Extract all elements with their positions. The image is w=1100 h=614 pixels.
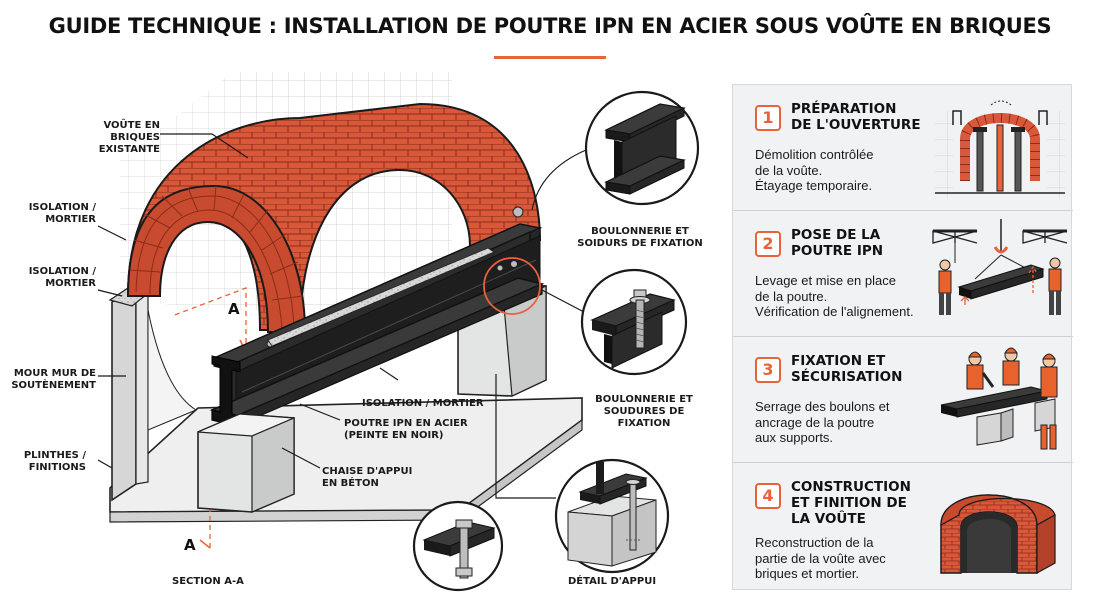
front-concrete-chair [197, 413, 295, 513]
detail-ipn-profile [584, 90, 700, 206]
label-boulonnerie-2: BOULONNERIE ET SOUDURES DE FIXATION [595, 394, 693, 429]
step-number: 2 [755, 231, 781, 257]
page-title: GUIDE TECHNIQUE : INSTALLATION DE POUTRE… [48, 14, 1052, 38]
step-title: CONSTRUCTION ET FINITION DE LA VOÛTE [791, 479, 911, 527]
label-isolation-mortier-center: ISOLATION / MORTIER [362, 398, 484, 409]
leader-detail-3 [495, 374, 556, 499]
section-marker-bottom: A [184, 536, 196, 554]
label-isolation-mortier-1: ISOLATION / MORTIER [28, 202, 96, 225]
step-number: 3 [755, 357, 781, 383]
step-1: 1 PRÉPARATION DE L'OUVERTURE Démolition … [733, 85, 1073, 211]
brick-vault [126, 102, 542, 333]
detail-highlight-circle [483, 257, 541, 315]
leader-detail-1 [531, 149, 587, 211]
workers-bolting-icon [940, 347, 1058, 450]
arch-shoring-icon [935, 100, 1065, 199]
step-3: 3 FIXATION ET SÉCURISATION Serrage des b… [733, 337, 1073, 463]
label-chaise-appui: CHAISE D'APPUI EN BÉTON [322, 466, 413, 489]
brick-arch-icon [940, 494, 1056, 575]
label-boulonnerie-1: BOULONNERIE ET SOIDURS DE FIXATION [577, 226, 703, 249]
label-plinthes-finitions: PLINTHES / FINITIONS [23, 450, 86, 473]
label-mur-soutenement: MOUR MUR DE SOUTÈNEMENT [11, 368, 96, 391]
label-detail-appui: DÉTAIL D'APPUI [567, 576, 657, 587]
steps-panel: 1 PRÉPARATION DE L'OUVERTURE Démolition … [732, 84, 1073, 591]
detail-support [554, 458, 670, 574]
detail-bolting [580, 268, 688, 376]
step-title: PRÉPARATION DE L'OUVERTURE [791, 101, 921, 133]
label-isolation-mortier-2: ISOLATION / MORTIER [28, 266, 96, 289]
step-title: FIXATION ET SÉCURISATION [791, 353, 903, 385]
step-number: 4 [755, 483, 781, 509]
step-description: Levage et mise en place de la poutre. Vé… [755, 273, 914, 319]
step-title: POSE DE LA POUTRE IPN [791, 227, 884, 259]
step-4: 4 CONSTRUCTION ET FINITION DE LA VOÛTE R… [733, 463, 1073, 591]
section-marker-top: A [228, 300, 240, 318]
step-2: 2 POSE DE LA POUTRE IPN Levage et mise e… [733, 211, 1073, 337]
beam-insulation [267, 247, 495, 347]
step-description: Serrage des boulons et ancrage de la pou… [755, 399, 890, 445]
detail-anchor-bolt [412, 500, 504, 592]
label-leaders [97, 133, 399, 469]
title-underline [494, 56, 606, 59]
step-number: 1 [755, 105, 781, 131]
label-poutre-ipn: POUTRE IPN EN ACIER (PEINTE EN NOIR) [344, 418, 468, 441]
leader-detail-2 [541, 289, 585, 313]
step-description: Reconstruction de la partie de la voûte … [755, 535, 886, 581]
label-section-a-a: SECTION A-A [172, 576, 244, 587]
step-description: Démolition contrôlée de la voûte. Étayag… [755, 147, 874, 193]
crane-lifting-icon [932, 219, 1068, 315]
label-voute-existante: VOÛTE EN BRIQUES EXISTANTE [98, 120, 160, 155]
